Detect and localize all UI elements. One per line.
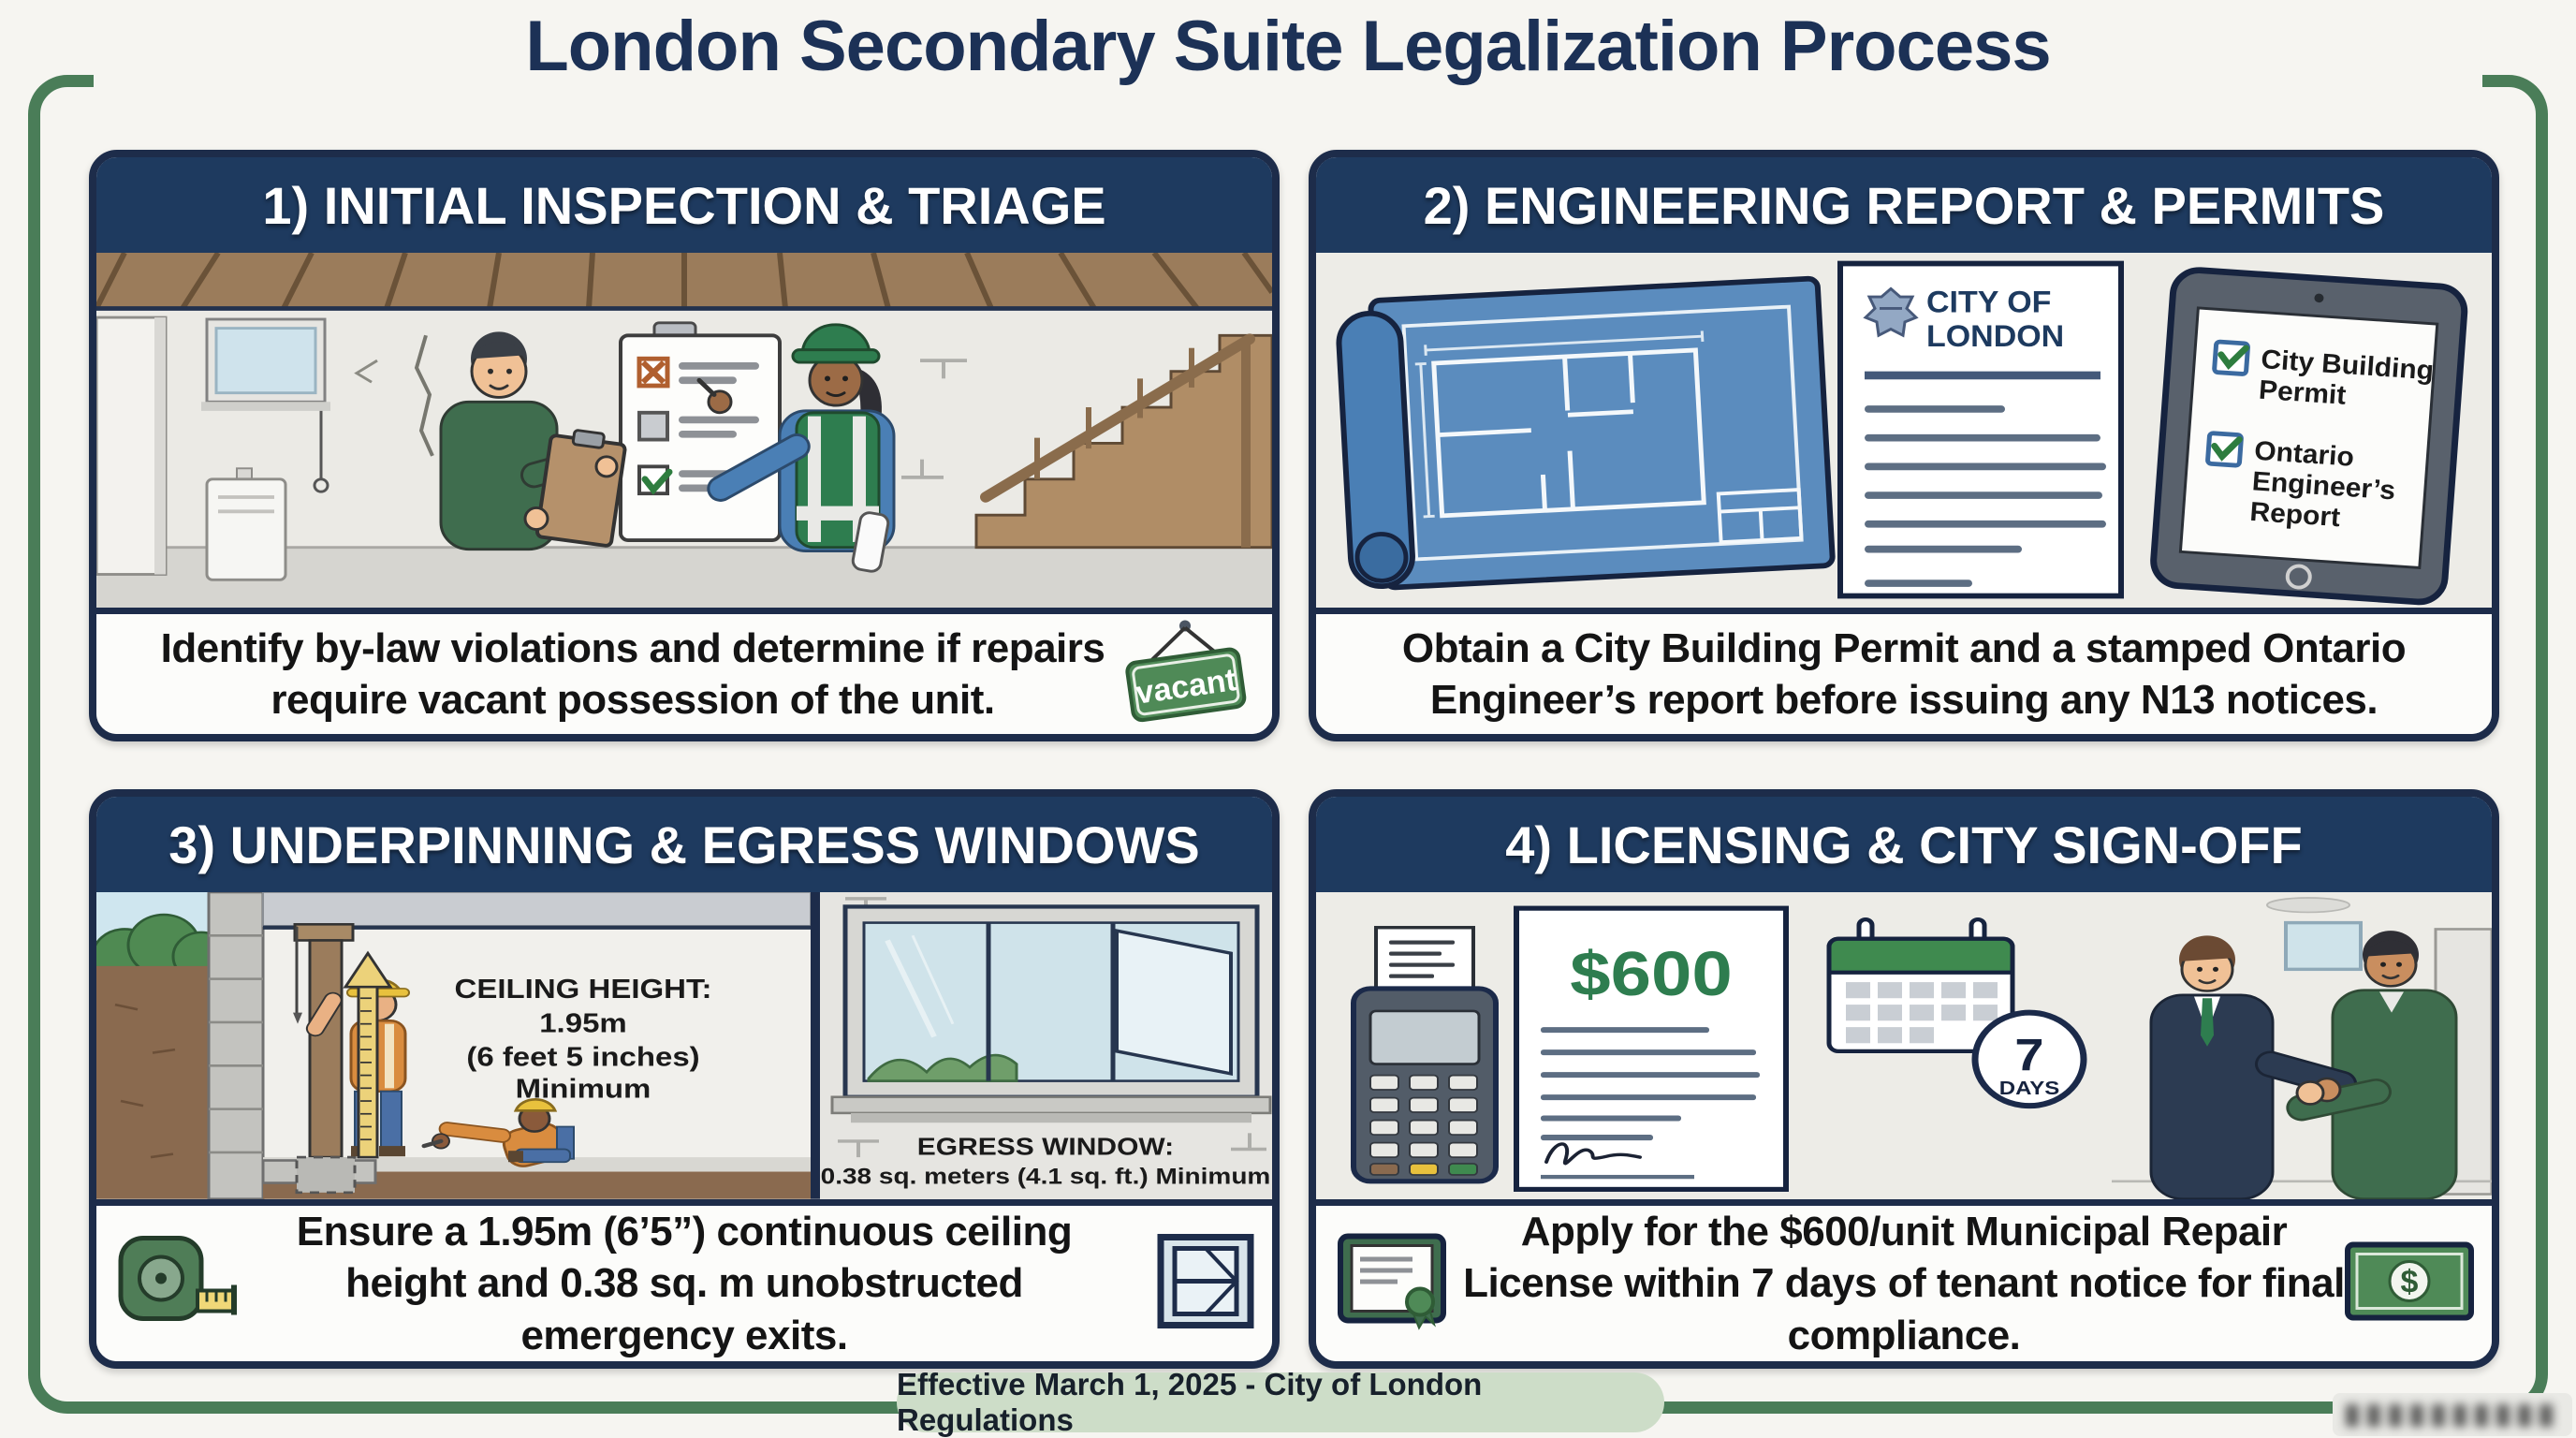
- panel-1-header: 1) INITIAL INSPECTION & TRIAGE: [96, 157, 1272, 253]
- handshake-figures: [2149, 931, 2458, 1199]
- panel-1-scene: [96, 253, 1272, 608]
- svg-text:(6 feet 5 inches): (6 feet 5 inches): [466, 1042, 699, 1072]
- panel-3-header: 3) UNDERPINNING & EGRESS WINDOWS: [96, 797, 1272, 892]
- panel-2-caption: Obtain a City Building Permit and a stam…: [1401, 624, 2407, 723]
- ceiling-joists-icon: [96, 253, 1272, 311]
- foundation-block-wall: [207, 892, 265, 1199]
- panel-engineering-report: 2) ENGINEERING REPORT & PERMITS: [1309, 150, 2499, 741]
- svg-text:DAYS: DAYS: [1999, 1078, 2060, 1099]
- support-column-icon: [293, 923, 357, 1195]
- tablet-icon: City Building Permit Ontario Engineer’s …: [2150, 267, 2468, 606]
- panel-4-caption-bar: Apply for the $600/unit Municipal Repair…: [1316, 1198, 2492, 1361]
- title-background-cover: [94, 58, 2482, 103]
- money-bill-icon: $: [2344, 1240, 2475, 1327]
- egress-window-icon: [830, 904, 1272, 1123]
- svg-text:1.95m: 1.95m: [539, 1007, 627, 1037]
- signature-icon: [1544, 1142, 1642, 1166]
- certificate-icon: [1335, 1230, 1449, 1336]
- license-document: $600: [1514, 905, 1789, 1192]
- panel-3-scene: CEILING HEIGHT: 1.95m (6 feet 5 inches) …: [96, 892, 1272, 1199]
- licensing-illustration: $600: [1316, 892, 2492, 1199]
- tie-icon: [2201, 998, 2214, 1047]
- staircase-icon: [974, 333, 1272, 550]
- city-crest-icon: [1863, 286, 1919, 338]
- svg-text:$: $: [2401, 1264, 2419, 1299]
- watermark-smudge: [2346, 1404, 2559, 1427]
- hard-hat-icon: [513, 1098, 558, 1112]
- panel-4-caption: Apply for the $600/unit Municipal Repair…: [1463, 1208, 2345, 1358]
- panel-4-header: 4) LICENSING & CITY SIGN-OFF: [1316, 797, 2492, 892]
- svg-text:CITY OF: CITY OF: [1926, 286, 2051, 319]
- footer-banner: Effective March 1, 2025 - City of London…: [897, 1367, 1664, 1437]
- calendar-icon: [1826, 917, 2015, 1053]
- panel-3-caption-bar: Ensure a 1.95m (6’5”) continuous ceiling…: [96, 1198, 1272, 1361]
- handshake-icon: [2295, 1080, 2325, 1106]
- panel-2-caption-bar: Obtain a City Building Permit and a stam…: [1316, 608, 2492, 734]
- svg-text:LONDON: LONDON: [1926, 319, 2064, 353]
- vacant-sign-icon: vacant: [1115, 617, 1255, 732]
- measuring-arrow-icon: [343, 950, 393, 1159]
- landlord-figure: [439, 331, 627, 551]
- permits-illustration: CITY OF LONDON: [1316, 253, 2492, 608]
- svg-text:7: 7: [2014, 1031, 2043, 1080]
- checklist-icon: [619, 321, 782, 542]
- inspector-figure: [696, 323, 896, 573]
- room-window-icon: [2284, 920, 2363, 972]
- checkbox-checked-icon: [2212, 339, 2250, 376]
- panel-underpinning-egress: 3) UNDERPINNING & EGRESS WINDOWS: [89, 789, 1280, 1369]
- panel-4-scene: $600: [1316, 892, 2492, 1199]
- underpinning-illustration: CEILING HEIGHT: 1.95m (6 feet 5 inches) …: [96, 892, 1272, 1199]
- seven-days-badge: 7 DAYS: [1971, 1009, 2087, 1109]
- panel-1-caption: Identify by-law violations and determine…: [160, 624, 1105, 723]
- wall-crack-icon: [414, 334, 434, 457]
- watermark: [2333, 1393, 2572, 1436]
- door-icon: [96, 315, 168, 576]
- tape-measure-icon: [115, 1232, 239, 1334]
- blueprint-icon: [1336, 275, 1836, 591]
- egress-window-label: EGRESS WINDOW: 0.38 sq. meters (4.1 sq. …: [821, 1133, 1271, 1188]
- furnace-icon: [205, 467, 287, 581]
- panel-1-caption-bar: Identify by-law violations and determine…: [96, 608, 1272, 734]
- svg-text:Permit: Permit: [2258, 374, 2348, 410]
- checkbox-checked-icon: [2205, 431, 2244, 468]
- suit-figure: [2149, 993, 2275, 1199]
- panel-3-caption: Ensure a 1.95m (6’5”) continuous ceiling…: [296, 1208, 1073, 1358]
- basement-inspection-illustration: [96, 253, 1272, 608]
- window-icon: [1156, 1232, 1255, 1334]
- fee-amount: $600: [1570, 939, 1733, 1009]
- panel-licensing-signoff: 4) LICENSING & CITY SIGN-OFF: [1309, 789, 2499, 1369]
- footer-text: Effective March 1, 2025 - City of London…: [897, 1367, 1483, 1437]
- worker-kneeling-figure: [421, 1098, 575, 1167]
- panel-2-scene: CITY OF LONDON: [1316, 253, 2492, 608]
- panel-initial-inspection: 1) INITIAL INSPECTION & TRIAGE: [89, 150, 1280, 741]
- earth-section: [96, 965, 209, 1199]
- svg-text:0.38 sq. meters (4.1 sq. ft.): 0.38 sq. meters (4.1 sq. ft.) Minimum: [821, 1163, 1271, 1189]
- panel-2-header: 2) ENGINEERING REPORT & PERMITS: [1316, 157, 2492, 253]
- basement-window-icon: [201, 317, 330, 411]
- svg-text:EGRESS WINDOW:: EGRESS WINDOW:: [917, 1133, 1174, 1160]
- svg-text:Ontario: Ontario: [2253, 435, 2355, 472]
- svg-text:Report: Report: [2249, 496, 2342, 533]
- city-of-london-document: CITY OF LONDON: [1837, 260, 2124, 599]
- hard-hat-icon: [800, 323, 871, 357]
- svg-text:CEILING HEIGHT:: CEILING HEIGHT:: [455, 974, 712, 1004]
- brick-marks-icon: [901, 359, 967, 479]
- page-title: London Secondary Suite Legalization Proc…: [525, 7, 2051, 86]
- payment-terminal-icon: [1351, 926, 1499, 1184]
